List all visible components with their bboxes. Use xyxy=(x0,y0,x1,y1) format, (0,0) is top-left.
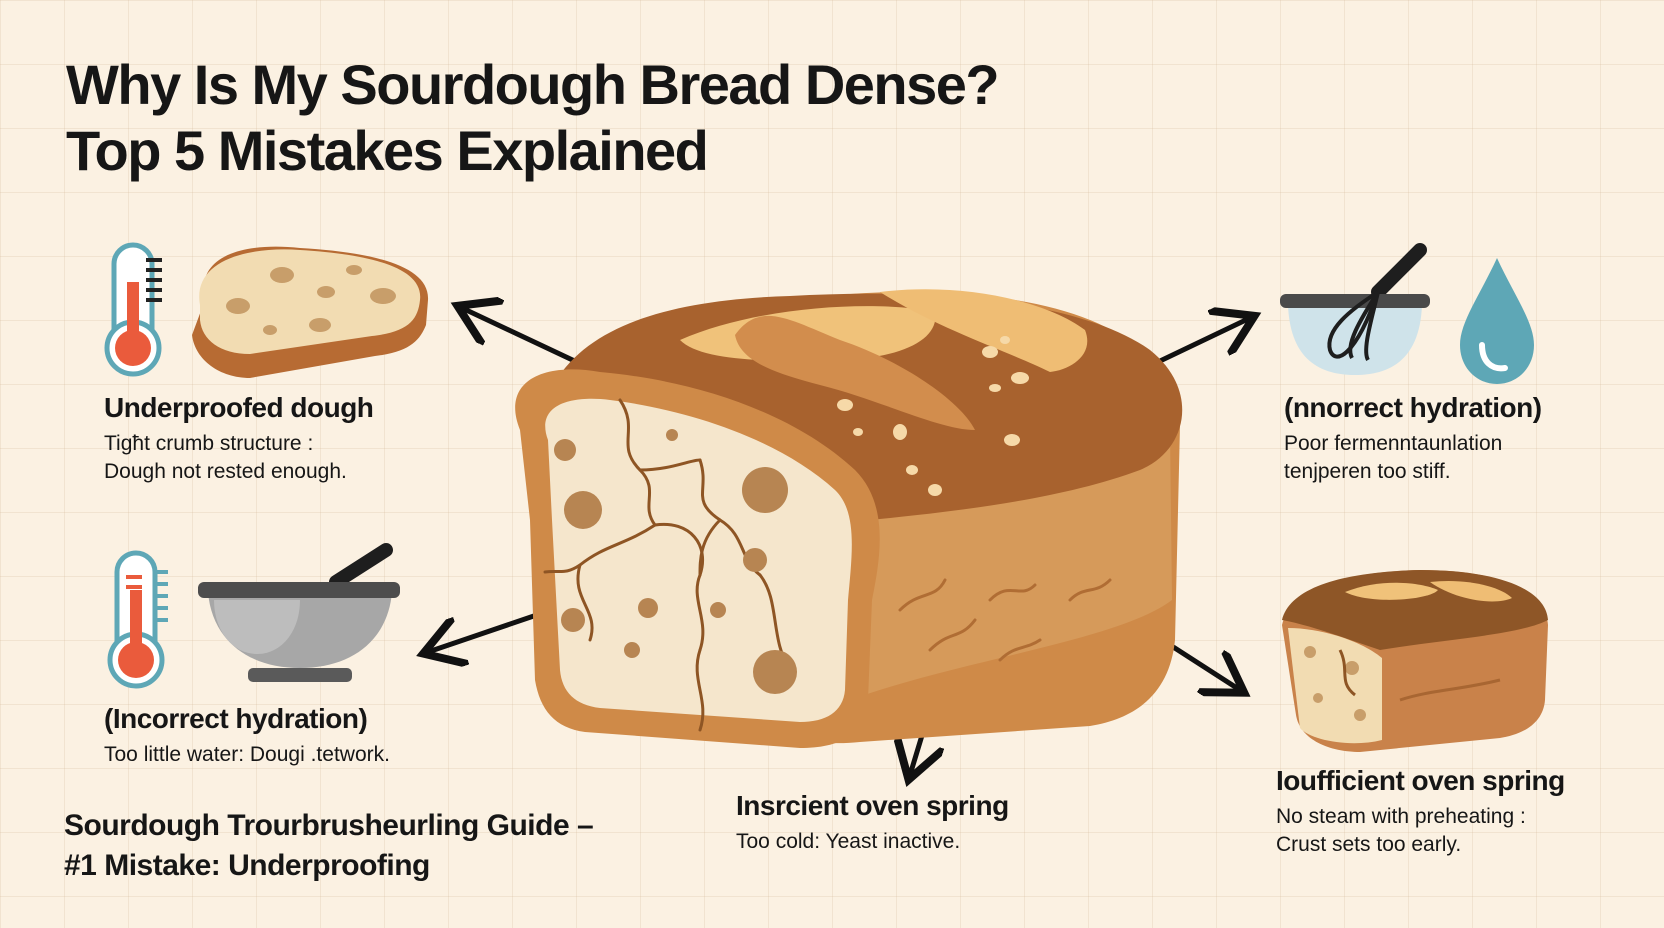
thermometer-icon xyxy=(107,550,168,689)
callout-incorrect-hydration-left: (Incorrect hydration) Too little water: … xyxy=(104,703,390,769)
callout-text-line: Too little water: Dougi .tetwork. xyxy=(104,743,390,766)
mixing-bowl-icon xyxy=(198,543,400,682)
callout-heading: Underproofed dough xyxy=(104,392,374,423)
small-loaf-icon xyxy=(1282,570,1548,752)
callout-text-line: Poor fermenntaunlation xyxy=(1284,432,1503,455)
bread-slice-icon xyxy=(192,246,429,378)
footer-line-1: Sourdough Trourbrusheurling Guide – xyxy=(64,809,594,842)
callout-text-line: Crust sets too early. xyxy=(1276,833,1462,856)
whisk-bowl-icon xyxy=(1280,243,1430,375)
callout-text-line: No steam with preheating : xyxy=(1276,805,1526,828)
callout-heading: Insrcient oven spring xyxy=(736,790,1009,821)
footer-line-2: #1 Mistake: Underproofing xyxy=(64,849,430,882)
callout-oven-spring-right: Ioufficient oven spring No steam with pr… xyxy=(1276,765,1565,859)
callout-text-line: Too cold: Yeast inactive. xyxy=(736,830,961,853)
callout-oven-spring-center: Insrcient oven spring Too cold: Yeast in… xyxy=(736,790,1009,856)
callout-heading: (nnorrect hydration) xyxy=(1284,392,1542,423)
callout-heading: (Incorrect hydration) xyxy=(104,703,368,734)
callout-text-line: tenjperen too stiff. xyxy=(1284,460,1451,483)
callout-underproofed: Underproofed dough Tigħt crumb structure… xyxy=(104,392,374,486)
thermometer-icon xyxy=(104,242,162,377)
callout-text-line: Tigħt crumb structure : xyxy=(104,432,314,455)
title-line-2: Top 5 Mistakes Explained xyxy=(66,119,709,182)
callout-incorrect-hydration-right: (nnorrect hydration) Poor fermenntaunlat… xyxy=(1284,392,1542,486)
callout-text-line: Dough not rested enough. xyxy=(104,460,347,483)
guide-footer: Sourdough Trourbrusheurling Guide – #1 M… xyxy=(64,806,594,886)
callout-heading: Ioufficient oven spring xyxy=(1276,765,1565,796)
water-drop-icon xyxy=(1460,258,1534,384)
title-line-1: Why Is My Sourdough Bread Dense? xyxy=(66,53,1000,116)
page-title: Why Is My Sourdough Bread Dense? Top 5 M… xyxy=(66,52,1000,184)
bread-loaf-illustration xyxy=(515,289,1183,748)
